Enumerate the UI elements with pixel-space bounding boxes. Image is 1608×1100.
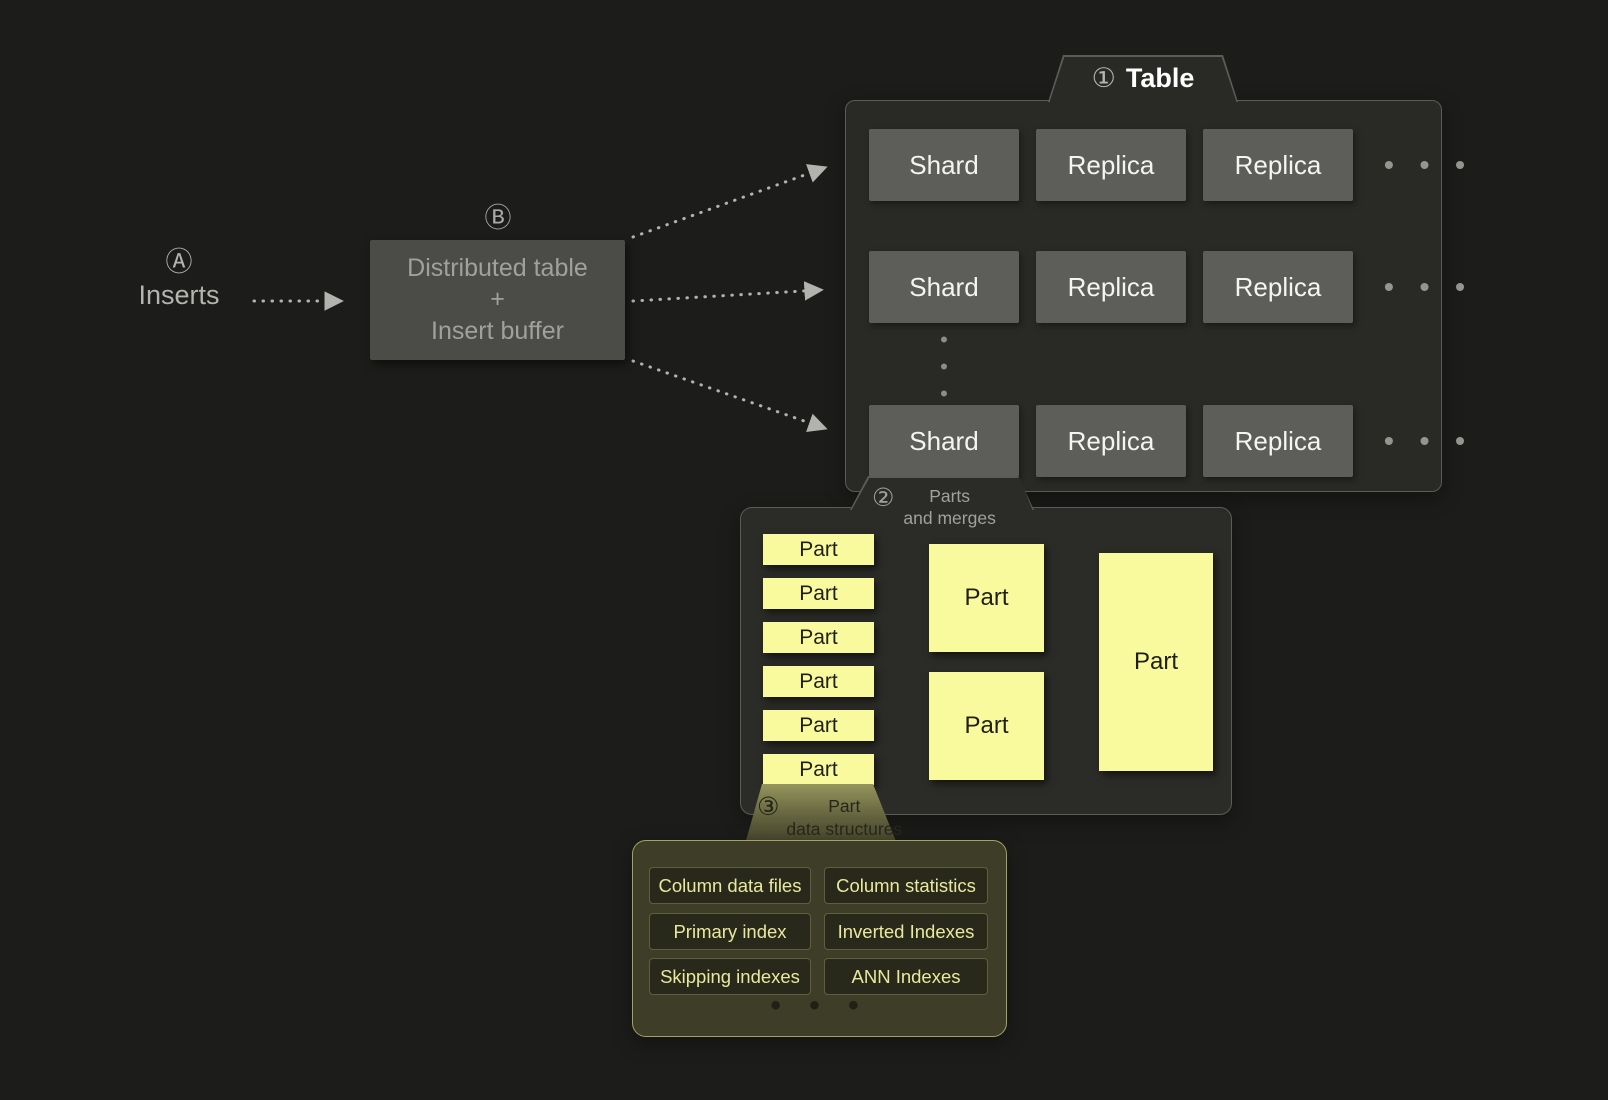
dist-box-line: +: [490, 285, 505, 314]
replica-box: Replica: [1036, 405, 1186, 477]
inserts-label: Inserts: [138, 280, 220, 311]
table-tab-label: ① Table: [1048, 55, 1238, 102]
source-part-box: Part: [763, 666, 874, 697]
row-ellipsis: • • •: [1384, 271, 1474, 302]
dist-box-line: Insert buffer: [431, 316, 564, 345]
distributed-table-box: Distributed table + Insert buffer: [370, 240, 625, 360]
data-item-column-data-files: Column data files: [649, 867, 811, 904]
data-ellipsis: • • •: [770, 989, 869, 1022]
row-ellipsis: • • •: [1384, 149, 1474, 180]
table-panel: Shard Replica Replica • • • Shard Replic…: [845, 100, 1465, 492]
data-item-inverted-indexes: Inverted Indexes: [824, 913, 988, 950]
parts-title-line: Parts: [929, 486, 971, 506]
column-ellipsis: • • •: [934, 327, 954, 407]
marker-2: ②: [872, 484, 895, 512]
source-part-box: Part: [763, 578, 874, 609]
inserts-group: Ⓐ Inserts: [118, 246, 240, 313]
shard-row-2: Shard Replica Replica • • •: [869, 251, 1474, 323]
table-tab: [1048, 55, 1238, 102]
parts-tab-fill: [851, 477, 1033, 510]
merged-part-box: Part: [929, 672, 1044, 780]
data-item-skipping-indexes: Skipping indexes: [649, 958, 811, 995]
shard-box: Shard: [869, 251, 1019, 323]
shard-box: Shard: [869, 405, 1019, 477]
data-title-line: data structures: [786, 818, 903, 839]
parts-title: ② Parts and merges: [872, 486, 996, 530]
column-ellipsis-dot: •: [940, 327, 948, 352]
replica-box: Replica: [1203, 129, 1353, 201]
source-part-box: Part: [763, 622, 874, 653]
data-item-primary-index: Primary index: [649, 913, 811, 950]
shard-box: Shard: [869, 129, 1019, 201]
parts-panel: Part Part Part Part Part Part Part Part …: [740, 507, 1232, 815]
arrow-buffer-to-shard3: [631, 359, 828, 433]
marker-1: ①: [1091, 63, 1116, 93]
source-part-box: Part: [763, 754, 874, 785]
column-ellipsis-dot: •: [940, 381, 948, 407]
data-title-line: Part: [828, 796, 861, 816]
row-ellipsis: • • •: [1384, 425, 1474, 456]
data-tab-fill: [745, 784, 897, 844]
source-part-box: Part: [763, 534, 874, 565]
shard-row-3: Shard Replica Replica • • •: [869, 405, 1474, 477]
shard-row-1: Shard Replica Replica • • •: [869, 129, 1474, 201]
final-part-box: Part: [1099, 553, 1213, 771]
marker-b: Ⓑ: [484, 203, 512, 233]
arrow-buffer-to-shard1: [631, 164, 828, 239]
replica-box: Replica: [1203, 405, 1353, 477]
parts-title-line: and merges: [903, 507, 996, 528]
arrow-buffer-to-shard2: [631, 281, 824, 303]
marker-a: Ⓐ: [165, 247, 193, 277]
source-part-box: Part: [763, 710, 874, 741]
data-tab: [745, 784, 897, 844]
table-title: Table: [1125, 63, 1195, 93]
data-item-ann-indexes: ANN Indexes: [824, 958, 988, 995]
marker-3: ③: [757, 793, 780, 821]
replica-box: Replica: [1036, 129, 1186, 201]
data-title: ③ Part data structures: [757, 795, 902, 841]
column-ellipsis-dot: •: [940, 354, 948, 380]
table-tab-fill: [1050, 57, 1237, 103]
dist-box-line: Distributed table: [407, 254, 588, 283]
merged-part-box: Part: [929, 544, 1044, 652]
parts-tab: [850, 476, 1034, 510]
data-panel: Column data files Column statistics Prim…: [632, 840, 1007, 1037]
data-item-column-statistics: Column statistics: [824, 867, 988, 904]
replica-box: Replica: [1036, 251, 1186, 323]
replica-box: Replica: [1203, 251, 1353, 323]
